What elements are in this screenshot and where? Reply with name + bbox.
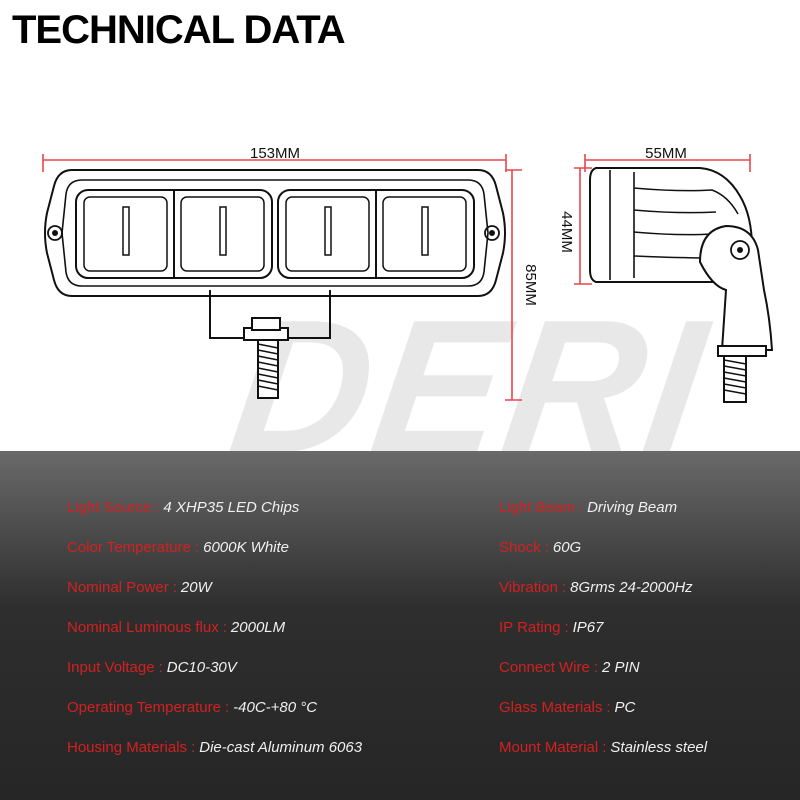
spec-label: Input Voltage xyxy=(67,659,155,676)
led-lens-1 xyxy=(83,196,168,272)
spec-row: Connect Wire:2 PIN xyxy=(499,659,640,676)
spec-value: Die-cast Aluminum 6063 xyxy=(199,739,363,756)
spec-label: Color Temperature xyxy=(67,539,191,556)
width-label: 153MM xyxy=(250,145,300,162)
product-dimension-diagram: 153MM 85MM xyxy=(42,145,774,403)
spec-value: IP67 xyxy=(572,619,604,636)
spec-value: 8Grms 24-2000Hz xyxy=(570,579,693,596)
spec-label: Glass Materials xyxy=(499,699,603,716)
depth-label: 55MM xyxy=(645,145,687,162)
spec-value: 2000LM xyxy=(230,619,286,636)
spec-label: Shock xyxy=(499,539,541,556)
lens-group-right xyxy=(277,189,475,279)
spec-value: 60G xyxy=(552,539,582,556)
spec-label: Nominal Power xyxy=(67,579,169,596)
spec-row: Light Beam:Driving Beam xyxy=(499,499,678,516)
side-height-label: 44MM xyxy=(558,211,575,253)
spec-row: Color Temperature:6000K White xyxy=(67,539,290,556)
height-label: 85MM xyxy=(522,264,539,306)
spec-value: 6000K White xyxy=(203,539,290,556)
spec-label: Mount Material xyxy=(499,739,599,756)
side-view xyxy=(589,167,774,403)
led-lens-3 xyxy=(285,196,370,272)
spec-label: Light Source xyxy=(67,499,152,516)
page-title: TECHNICAL DATA xyxy=(12,8,346,52)
spec-row: Shock:60G xyxy=(499,539,582,556)
led-chip-3 xyxy=(324,206,332,256)
spec-value: 4 XHP35 LED Chips xyxy=(163,499,300,516)
spec-row: Housing Materials:Die-cast Aluminum 6063 xyxy=(67,739,363,756)
spec-label: Connect Wire xyxy=(499,659,590,676)
specifications-panel: Light Source:4 XHP35 LED Chips Color Tem… xyxy=(0,451,800,800)
spec-row: Light Source:4 XHP35 LED Chips xyxy=(67,499,300,516)
spec-value: Stainless steel xyxy=(610,739,708,756)
depth-dimension xyxy=(584,154,751,172)
led-lens-2 xyxy=(180,196,265,272)
front-bolt xyxy=(243,317,289,399)
spec-label: Vibration xyxy=(499,579,558,596)
width-dimension xyxy=(42,154,507,172)
spec-row: Nominal Luminous flux:2000LM xyxy=(67,619,286,636)
left-screw xyxy=(47,225,63,241)
right-screw xyxy=(484,225,500,241)
spec-row: Operating Temperature:-40C-+80 °C xyxy=(67,699,318,716)
lens-group-left xyxy=(75,189,273,279)
spec-value: -40C-+80 °C xyxy=(233,699,318,716)
led-lens-4 xyxy=(382,196,467,272)
spec-value: 2 PIN xyxy=(602,659,640,676)
housing-inner-outline xyxy=(61,179,489,287)
spec-row: Input Voltage:DC10-30V xyxy=(67,659,237,676)
led-chip-4 xyxy=(421,206,429,256)
spec-row: IP Rating:IP67 xyxy=(499,619,604,636)
spec-label: Nominal Luminous flux xyxy=(67,619,219,636)
spec-row: Vibration:8Grms 24-2000Hz xyxy=(499,579,693,596)
spec-label: Operating Temperature xyxy=(67,699,221,716)
side-bracket xyxy=(698,224,774,351)
led-chip-1 xyxy=(122,206,130,256)
spec-label: Light Beam xyxy=(499,499,575,516)
spec-label: IP Rating xyxy=(499,619,561,636)
spec-value: DC10-30V xyxy=(166,659,237,676)
spec-label: Housing Materials xyxy=(67,739,188,756)
housing-outline xyxy=(44,169,506,297)
spec-value: 20W xyxy=(180,579,212,596)
spec-value: Driving Beam xyxy=(587,499,678,516)
front-view xyxy=(44,169,506,399)
spec-row: Mount Material:Stainless steel xyxy=(499,739,708,756)
height-dimension xyxy=(505,169,522,401)
spec-row: Glass Materials:PC xyxy=(499,699,636,716)
led-chip-2 xyxy=(219,206,227,256)
spec-value: PC xyxy=(614,699,636,716)
spec-row: Nominal Power:20W xyxy=(67,579,212,596)
side-height-dimension xyxy=(574,167,592,285)
